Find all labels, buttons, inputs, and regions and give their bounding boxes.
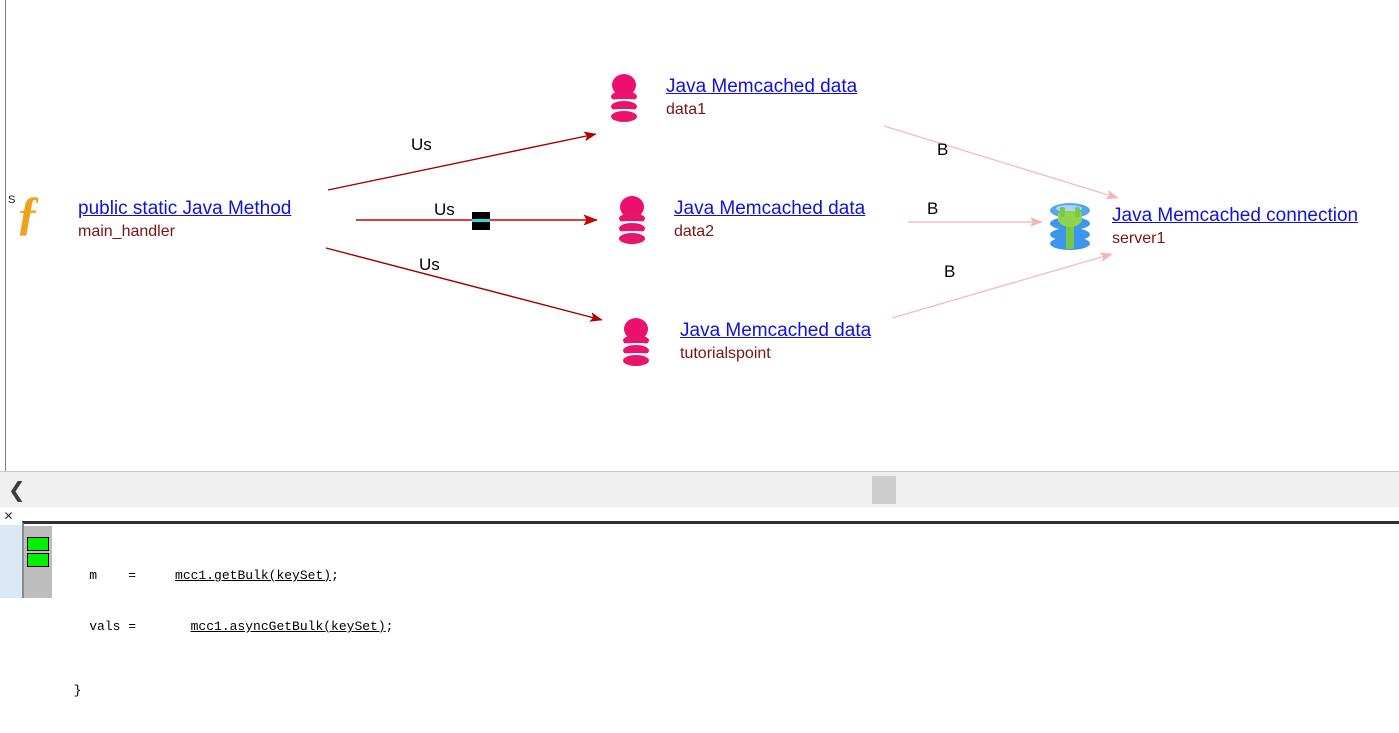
node-memcached-data-tutorialspoint[interactable]: Java Memcached data tutorialspoint — [622, 318, 871, 368]
node-title-server1[interactable]: Java Memcached connection — [1112, 205, 1359, 226]
edge-tutorialspoint-to-server1[interactable] — [891, 252, 1113, 319]
node-subtitle-server1: server1 — [1112, 229, 1166, 247]
code-line-1-suffix: ; — [331, 568, 339, 583]
diagram-canvas[interactable]: Us Us Us B B B S ƒ public static Java Me… — [0, 0, 1399, 471]
edge-method-to-tutorialspoint[interactable] — [325, 247, 603, 322]
breakpoint-marker[interactable] — [27, 537, 49, 551]
edge-label-method-to-tutorialspoint: Us — [419, 255, 440, 274]
edge-data1-to-server1[interactable] — [883, 125, 1119, 200]
node-subtitle-tutorialspoint: tutorialspoint — [680, 344, 771, 362]
node-subtitle-data2: data2 — [674, 222, 715, 240]
edge-layer — [325, 125, 1119, 322]
code-line-1[interactable]: m = mcc1.getBulk(keySet); — [58, 567, 393, 584]
editor-side-tabstrip[interactable] — [0, 525, 22, 598]
edge-label-method-to-data2: Us — [434, 200, 455, 219]
static-superscript-label: S — [8, 194, 16, 206]
editor-frame — [22, 521, 1399, 598]
method-f-glyph: ƒ — [16, 187, 40, 240]
node-subtitle-method: main_handler — [78, 222, 175, 240]
edge-label-method-to-data1: Us — [411, 135, 432, 154]
node-title-data2[interactable]: Java Memcached data — [674, 198, 866, 219]
memcached-data-icon — [618, 196, 646, 246]
node-title-data1[interactable]: Java Memcached data — [666, 76, 858, 97]
code-line-2[interactable]: vals = mcc1.asyncGetBulk(keySet); — [58, 618, 393, 635]
code-line-1-call[interactable]: mcc1.getBulk(keySet) — [175, 568, 332, 583]
horizontal-scrollbar[interactable]: ❮ — [0, 471, 1399, 509]
code-line-1-prefix: m = — [58, 568, 176, 583]
node-title-method[interactable]: public static Java Method — [78, 198, 292, 219]
edge-selection-handle[interactable] — [472, 212, 490, 230]
code-line-2-call[interactable]: mcc1.asyncGetBulk(keySet) — [190, 619, 386, 634]
close-icon[interactable]: ✕ — [3, 509, 14, 523]
scroll-left-arrow-icon[interactable]: ❮ — [8, 478, 26, 502]
node-subtitle-data1: data1 — [666, 100, 707, 118]
code-editor-pane[interactable]: ✕ m = mcc1.getBulk(keySet); vals = mcc1.… — [0, 507, 1399, 698]
breakpoint-marker[interactable] — [27, 553, 49, 567]
edge-label-data2-to-server1: B — [927, 199, 939, 218]
node-title-tutorialspoint[interactable]: Java Memcached data — [680, 320, 872, 341]
memcached-connection-icon — [1048, 203, 1092, 250]
scrollbar-thumb[interactable] — [872, 476, 896, 504]
node-memcached-data-data2[interactable]: Java Memcached data data2 — [618, 196, 865, 246]
memcached-data-icon — [610, 74, 638, 124]
code-closing-brace: } — [58, 683, 82, 698]
node-memcached-data-data1[interactable]: Java Memcached data data1 — [610, 74, 857, 124]
static-java-method-icon: S ƒ — [8, 190, 54, 244]
code-line-2-prefix: vals = — [58, 619, 191, 634]
node-memcached-connection-server1[interactable]: Java Memcached connection server1 — [1048, 203, 1359, 250]
code-line-2-suffix: ; — [385, 619, 394, 634]
canvas-left-border — [5, 0, 6, 471]
edge-label-tutorialspoint-to-server1: B — [944, 262, 956, 281]
editor-code-text[interactable]: m = mcc1.getBulk(keySet); vals = mcc1.as… — [58, 533, 394, 733]
node-public-static-java-method[interactable]: S ƒ public static Java Method main_handl… — [8, 190, 291, 244]
edge-label-data1-to-server1: B — [937, 140, 949, 159]
edge-method-to-data1[interactable] — [327, 131, 597, 191]
memcached-data-icon — [622, 318, 650, 368]
